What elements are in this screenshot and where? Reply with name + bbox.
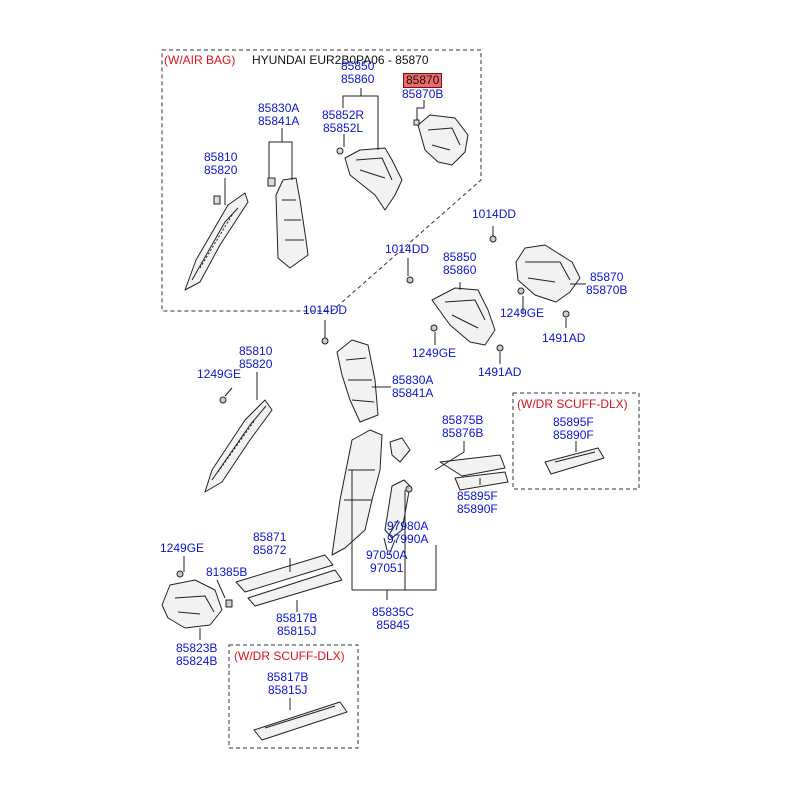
a-pillar-label[interactable]: 85810 85820 <box>239 344 273 371</box>
a-pillar-trim <box>204 399 273 493</box>
inset-c-pillar <box>344 147 403 211</box>
diagram-title: HYUNDAI EUR2B0PA06 - 85870 <box>252 53 429 67</box>
inset-rear-scuff-plate <box>544 447 605 475</box>
clip-right-1-label[interactable]: 1249GE <box>500 306 545 320</box>
b-lower-clip-label[interactable]: 97050A 97051 <box>366 548 408 575</box>
bolt-top-right-icon <box>489 235 497 243</box>
clip-a-pillar-icon <box>219 396 227 404</box>
inset-c-pillar-label[interactable]: 85850 85860 <box>341 59 375 86</box>
screw-right-2-icon <box>496 344 504 352</box>
d-pillar-trim <box>515 244 581 303</box>
rear-scuff-inset-frame <box>512 392 640 490</box>
bolt-top-right-label[interactable]: 1014DD <box>472 207 517 221</box>
inset-d-pillar-label[interactable]: 85870 85870B <box>402 73 444 101</box>
rear-scuff-label[interactable]: 85875B 85876B <box>442 413 484 440</box>
inset-rear-scuff-label[interactable]: 85895F 85890F <box>553 415 594 442</box>
fastener-cowl-icon <box>225 599 233 608</box>
clip-a-pillar-label[interactable]: 1249GE <box>197 367 242 381</box>
front-scuff-label[interactable]: 85871 85872 <box>253 530 287 557</box>
front-scuff-lower-plate <box>247 569 343 607</box>
airbag-inset-frame <box>161 49 482 312</box>
c-pillar-label[interactable]: 85850 85860 <box>443 250 477 277</box>
inset-front-scuff-plate <box>253 701 348 741</box>
clip-right-2-label[interactable]: 1249GE <box>412 346 457 360</box>
bolt-mid-icon <box>406 276 414 284</box>
inset-d-clip <box>413 119 420 126</box>
rear-scuff-lower-label[interactable]: 85895F 85890F <box>457 489 498 516</box>
inset-a-clip <box>213 195 221 205</box>
clip-right-2-icon <box>430 324 438 332</box>
screw-right-1-label[interactable]: 1491AD <box>542 331 586 345</box>
front-scuff-option-label: (W/DR SCUFF-DLX) <box>234 649 345 663</box>
inset-b-pillar <box>275 177 309 269</box>
rear-scuff-option-label: (W/DR SCUFF-DLX) <box>517 397 628 411</box>
b-lower-clip-part <box>389 437 411 463</box>
inset-front-scuff-label[interactable]: 85817B 85815J <box>267 670 309 697</box>
d-pillar-label[interactable]: 85870 85870B <box>586 270 628 297</box>
c-pillar-trim <box>431 287 496 346</box>
front-scuff-inset-frame <box>228 644 359 749</box>
b-lower-label[interactable]: 97980A 97990A <box>387 519 429 546</box>
b-pillar-trim <box>336 339 379 423</box>
cowl-trim <box>161 579 223 629</box>
clip-cowl-label[interactable]: 1249GE <box>160 541 205 555</box>
front-scuff-plate <box>235 554 334 593</box>
screw-right-2-label[interactable]: 1491AD <box>478 365 522 379</box>
bolt-mid-label[interactable]: 1014DD <box>385 242 430 256</box>
b-pillar-label[interactable]: 85830A 85841A <box>392 373 434 400</box>
highlighted-part-code: 85870 <box>403 73 443 88</box>
front-scuff-lower-label[interactable]: 85817B 85815J <box>276 611 318 638</box>
clip-cowl-icon <box>176 570 184 578</box>
fastener-cowl-label[interactable]: 81385B <box>206 565 248 579</box>
inset-d-pillar <box>417 114 469 166</box>
inset-a-pillar-label[interactable]: 85810 85820 <box>204 150 238 177</box>
bolt-left-label[interactable]: 1014DD <box>303 303 348 317</box>
rear-scuff-lower-plate <box>454 471 509 491</box>
inset-b-pillar-label[interactable]: 85830A 85841A <box>258 101 300 128</box>
leader-lines <box>183 88 586 710</box>
inset-a-pillar <box>184 192 249 291</box>
bolt-left-icon <box>321 337 329 345</box>
b-lower-trim <box>331 429 383 556</box>
inset-c-clip-label[interactable]: 85852R 85852L <box>322 108 365 135</box>
screw-right-1-icon <box>562 310 570 318</box>
inset-b-clip <box>267 177 276 187</box>
airbag-option-label: (W/AIR BAG) <box>164 53 236 67</box>
inset-c-clip <box>336 147 344 155</box>
clip-right-1-icon <box>517 287 525 295</box>
b-lower-trim-label[interactable]: 85835C 85845 <box>372 605 415 632</box>
rear-scuff-plate <box>439 454 506 477</box>
cowl-trim-label[interactable]: 85823B 85824B <box>176 641 218 668</box>
